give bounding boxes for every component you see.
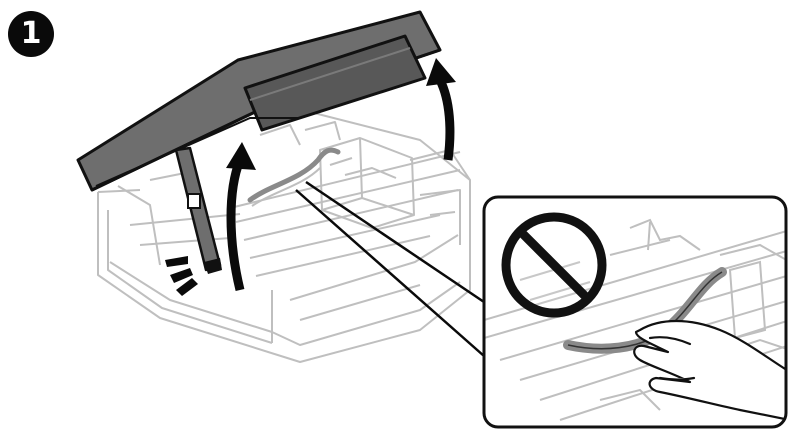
curved-up-arrow-icon <box>426 58 456 161</box>
step-number-badge: 1 <box>8 11 54 57</box>
step-number: 1 <box>20 16 42 51</box>
hand-icon <box>633 319 786 422</box>
support-strut <box>174 146 222 274</box>
scanner-lid <box>76 10 442 192</box>
click-sound-marks-icon <box>165 256 198 296</box>
callout-lines <box>295 180 485 357</box>
detail-inset <box>482 195 788 429</box>
curved-up-arrow-icon <box>226 142 256 292</box>
no-symbol-icon <box>501 212 607 318</box>
internal-cable <box>247 147 341 203</box>
printer-body <box>97 111 471 363</box>
